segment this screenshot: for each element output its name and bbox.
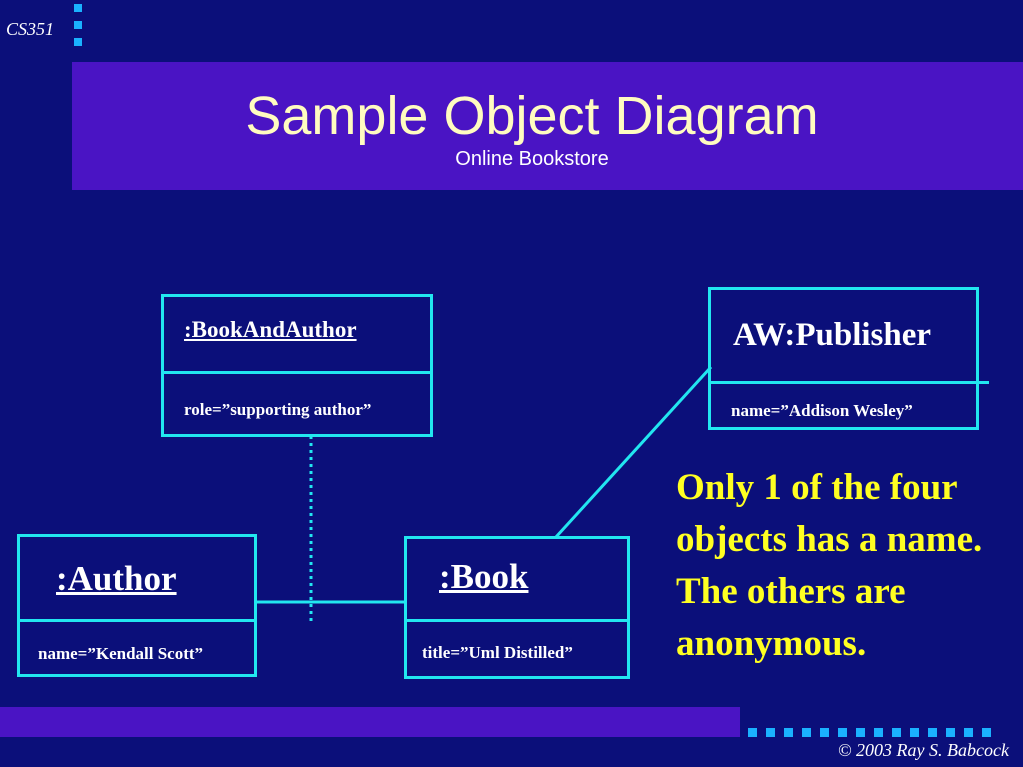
decor-square [766,728,775,737]
compartment-divider [711,381,989,384]
decor-square [946,728,955,737]
object-name: :Author [56,559,177,598]
decor-square [964,728,973,737]
compartment-divider [20,619,254,622]
slide-subtitle: Online Bookstore [455,148,609,170]
compartment-divider [164,371,430,374]
object-name: :BookAndAuthor [184,317,357,342]
decor-square [892,728,901,737]
decor-square [838,728,847,737]
copyright: © 2003 Ray S. Babcock [837,740,1009,760]
decor-square [928,728,937,737]
link-book-publisher [554,365,713,539]
object-book-and-author: :BookAndAuthor role=”supporting author” [161,294,433,437]
object-author: :Author name=”Kendall Scott” [17,534,257,677]
slide-title: Sample Object Diagram [245,86,819,146]
object-attribute: title=”Uml Distilled” [422,643,573,662]
object-attribute: name=”Kendall Scott” [38,644,204,663]
decor-square [982,728,991,737]
decor-square [74,38,82,46]
decor-square [874,728,883,737]
object-name: AW:Publisher [733,317,932,353]
decor-square [784,728,793,737]
object-publisher: AW:Publisher name=”Addison Wesley” [708,287,989,430]
decor-square-row [748,728,991,737]
object-attribute: role=”supporting author” [184,400,372,419]
decor-square [802,728,811,737]
decor-square [748,728,757,737]
decor-square [856,728,865,737]
compartment-divider [407,619,627,622]
object-name: :Book [439,557,529,596]
decor-square [910,728,919,737]
decor-square [74,4,82,12]
decor-square [820,728,829,737]
object-book: :Book title=”Uml Distilled” [404,536,630,679]
explanation-note: Only 1 of the four objects has a name. T… [676,467,983,664]
object-attribute: name=”Addison Wesley” [731,401,913,420]
decor-square [74,21,82,29]
title-band: Sample Object Diagram Online Bookstore [72,62,1023,190]
course-code: CS351 [6,19,55,39]
bottom-band [0,707,740,737]
